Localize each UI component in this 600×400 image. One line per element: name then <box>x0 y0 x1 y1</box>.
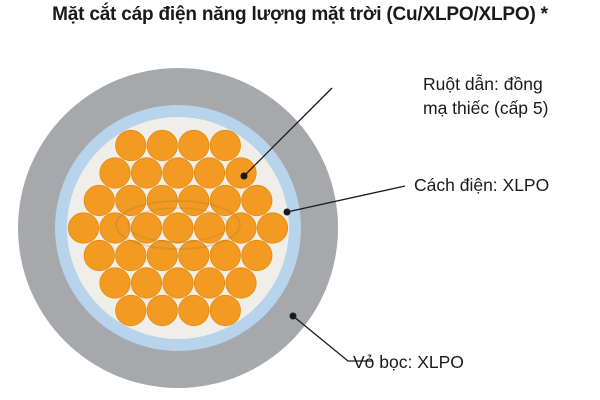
copper-strand <box>146 239 178 272</box>
conductor-leader-dot <box>240 172 248 180</box>
copper-strand <box>99 212 131 244</box>
copper-strand <box>178 184 210 217</box>
conductor-label-line2: mạ thiếc (cấp 5) <box>423 98 549 118</box>
copper-strand <box>209 184 241 217</box>
copper-strand <box>146 129 178 162</box>
copper-strand <box>130 267 163 299</box>
copper-strand <box>178 294 210 327</box>
copper-strand <box>162 157 194 189</box>
insulation-leader-line <box>286 185 406 213</box>
sheath-leader-dot <box>289 312 297 320</box>
watermark-logo <box>115 200 241 250</box>
leader-lines <box>240 87 406 362</box>
conductor-label: Ruột dẫn: đồng mạ thiếc (cấp 5) <box>423 72 548 120</box>
copper-strand <box>115 294 147 327</box>
copper-strand <box>146 294 178 327</box>
insulation-label: Cách điện: XLPO <box>414 175 550 195</box>
copper-strand <box>178 239 210 272</box>
copper-strand <box>130 157 163 189</box>
copper-strand <box>67 212 100 244</box>
copper-strand <box>225 267 257 299</box>
copper-strand <box>162 267 194 299</box>
copper-strand <box>178 129 210 162</box>
diagram-title: Mặt cắt cáp điện năng lượng mặt trời (Cu… <box>52 4 548 25</box>
sheath-leader-line <box>292 315 372 362</box>
copper-strand <box>193 267 226 299</box>
copper-strands <box>67 129 289 327</box>
copper-strand <box>193 212 226 244</box>
conductor-label-line1: Ruột dẫn: đồng <box>423 74 543 94</box>
copper-strand <box>130 212 163 244</box>
copper-strand <box>225 157 257 189</box>
copper-strand <box>115 129 147 162</box>
copper-strand <box>241 239 273 272</box>
conductor-leader-line <box>243 87 333 177</box>
sheath-label: Vỏ bọc: XLPO <box>353 352 464 372</box>
copper-strand <box>209 129 241 162</box>
copper-strand <box>225 212 257 244</box>
copper-strand <box>83 184 115 217</box>
copper-strand <box>99 267 131 299</box>
copper-strand <box>241 184 273 217</box>
copper-strand <box>193 157 226 189</box>
copper-strand <box>256 212 289 244</box>
copper-strand <box>146 184 178 217</box>
copper-strand <box>99 157 131 189</box>
copper-strand <box>115 184 147 217</box>
copper-strand <box>209 294 241 327</box>
insulation-leader-dot <box>283 208 291 216</box>
copper-strand <box>115 239 147 272</box>
copper-strand <box>209 239 241 272</box>
copper-strand <box>162 212 194 244</box>
copper-strand <box>83 239 115 272</box>
